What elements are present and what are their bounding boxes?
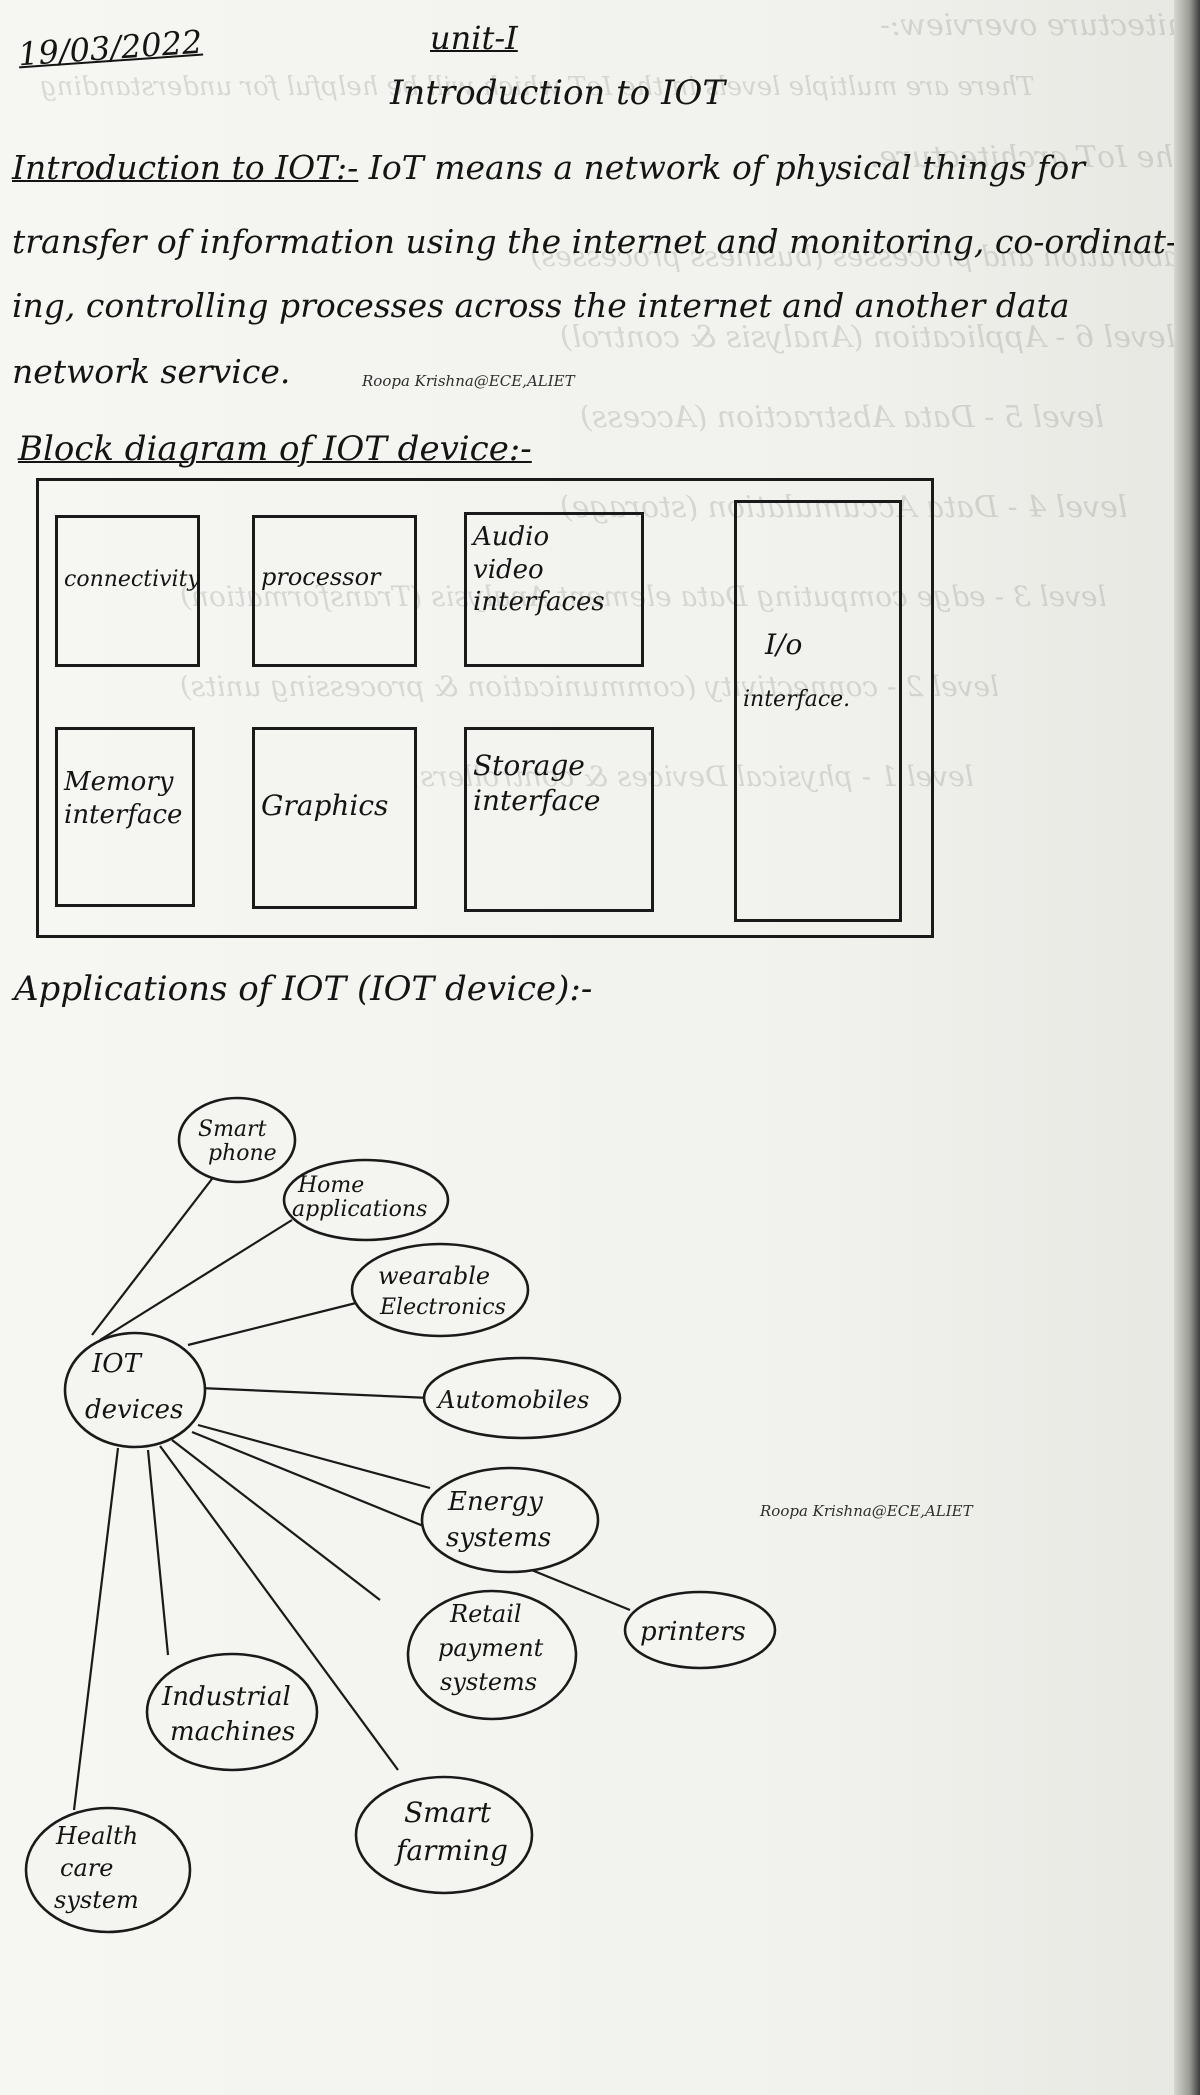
node-label: systems	[446, 1523, 551, 1553]
node-smart-farming	[354, 1775, 534, 1895]
node-label: Health	[55, 1822, 138, 1850]
watermark: Roopa Krishna@ECE,ALIET	[362, 372, 575, 390]
connector-automobiles	[199, 1386, 431, 1400]
watermark: Roopa Krishna@ECE,ALIET	[760, 1502, 973, 1520]
node-iot-devices	[63, 1331, 207, 1449]
connector-health-care	[72, 1447, 120, 1811]
node-label: Retail	[449, 1600, 522, 1628]
intro-heading: Introduction to IOT:-	[12, 148, 359, 187]
block-audio-video-line: interfaces	[473, 587, 605, 617]
connector-home-applications	[99, 1219, 293, 1341]
node-energy	[420, 1466, 600, 1574]
node-label: IOT	[91, 1349, 143, 1379]
node-label: payment	[438, 1634, 544, 1662]
node-labels: IOT devices Smart phone Home application…	[54, 1117, 746, 1914]
node-label: Smart	[198, 1117, 267, 1142]
block-storage-line: interface	[473, 784, 601, 817]
block-storage-interface: Storage interface	[464, 727, 654, 912]
node-label: machines	[170, 1717, 295, 1747]
applications-heading: Applications of IOT (IOT device):-	[14, 969, 593, 1009]
node-industrial	[145, 1652, 319, 1772]
block-io-line: interface.	[743, 687, 851, 712]
node-label: phone	[208, 1141, 277, 1166]
node-label: Electronics	[379, 1295, 506, 1320]
node-shapes	[24, 1096, 777, 1934]
intro-line-4: network service.	[12, 352, 291, 391]
connector-printers	[191, 1430, 631, 1612]
block-processor: processor	[252, 515, 417, 667]
block-audio-video: Audio video interfaces	[464, 512, 644, 667]
block-storage-line: Storage	[473, 749, 585, 782]
node-label: system	[54, 1886, 139, 1914]
node-label: Home	[297, 1173, 364, 1198]
node-label: systems	[440, 1668, 537, 1696]
page-title: Introduction to IOT	[390, 73, 726, 113]
node-label: printers	[640, 1617, 746, 1647]
connector-smart-farming	[159, 1445, 399, 1771]
node-printers	[623, 1590, 777, 1670]
node-label: Energy	[447, 1487, 543, 1517]
node-automobiles	[422, 1356, 622, 1440]
connector-wearable	[187, 1300, 361, 1347]
block-diagram-frame	[36, 478, 934, 938]
block-io-interface: I/o interface.	[734, 500, 902, 922]
intro-text: IoT means a network of physical things f…	[368, 148, 1085, 187]
node-label: devices	[85, 1395, 183, 1425]
block-memory-line: Memory	[64, 767, 174, 797]
connector-lines	[72, 1174, 631, 1811]
connector-industrial	[146, 1449, 170, 1656]
node-wearable	[350, 1242, 530, 1338]
node-health-care	[24, 1806, 192, 1934]
block-audio-video-line: video	[473, 554, 544, 585]
block-memory-interface: Memory interface	[55, 727, 195, 907]
block-memory-line: interface	[64, 799, 183, 830]
connector-smart-phone	[91, 1174, 216, 1336]
node-retail	[406, 1589, 578, 1721]
connector-retail	[171, 1439, 381, 1601]
node-label: applications	[292, 1197, 427, 1222]
node-label: wearable	[378, 1262, 490, 1290]
block-diagram-heading: Block diagram of IOT device:-	[18, 429, 532, 469]
node-label: farming	[394, 1834, 508, 1867]
intro-line-3: ing, controlling processes across the in…	[12, 286, 1070, 325]
node-home-applications	[282, 1158, 450, 1242]
block-graphics: Graphics	[252, 727, 417, 909]
intro-line-2: transfer of information using the intern…	[12, 222, 1178, 261]
node-label: Industrial	[161, 1682, 291, 1712]
node-label: Automobiles	[436, 1386, 589, 1414]
node-smart-phone	[177, 1096, 297, 1184]
block-connectivity: connectivity	[55, 515, 200, 667]
block-io-line: I/o	[765, 628, 803, 661]
node-label: Smart	[404, 1796, 492, 1829]
intro-line-1: Introduction to IOT:- IoT means a networ…	[12, 148, 1085, 187]
node-label: care	[60, 1854, 113, 1882]
page-edge-shadow	[1174, 0, 1200, 2095]
unit-label: unit-I	[430, 19, 518, 57]
connector-energy	[197, 1423, 431, 1490]
block-audio-video-line: Audio	[473, 522, 550, 552]
